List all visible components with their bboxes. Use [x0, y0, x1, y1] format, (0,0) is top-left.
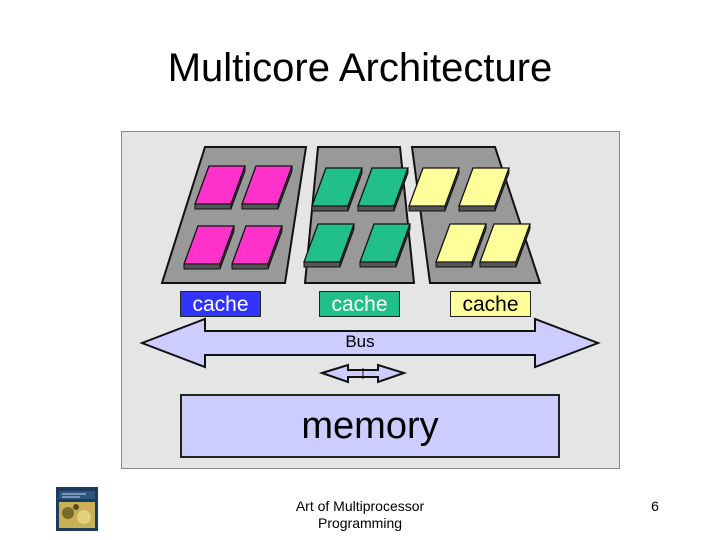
processor-board-3 — [408, 146, 542, 284]
footer-text: Art of Multiprocessor Programming — [265, 498, 455, 532]
processor-board-1 — [160, 146, 308, 284]
cache-label-3: cache — [450, 291, 531, 317]
page-number: 6 — [651, 498, 659, 514]
bus-arrow — [139, 317, 601, 369]
footer-line-1: Art of Multiprocessor — [295, 498, 425, 514]
footer-line-2: Programming — [317, 515, 403, 531]
cache-label-1: cache — [180, 291, 261, 317]
processor-board-2 — [303, 146, 416, 284]
bus-label: Bus — [345, 332, 375, 351]
cache-label-2: cache — [319, 291, 400, 317]
book-cover-icon — [56, 487, 98, 531]
slide-title: Multicore Architecture — [167, 46, 553, 90]
memory-box: memory — [180, 394, 560, 458]
